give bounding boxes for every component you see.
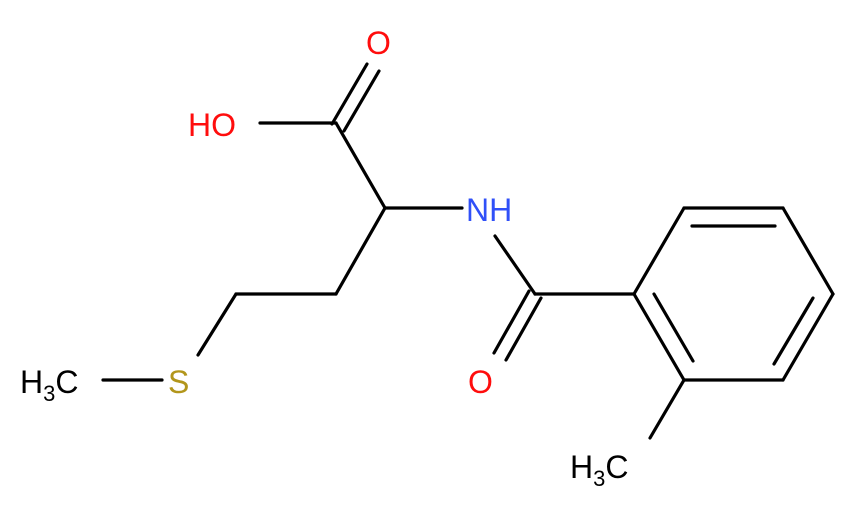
methyl-s-c: C — [55, 364, 78, 400]
atom-amide-nh: NH — [466, 192, 512, 228]
methyl-s-h: H — [20, 364, 43, 400]
methyl-ring-c: C — [605, 449, 628, 485]
ring-bond-3 — [781, 206, 835, 296]
ring-inner-3 — [652, 292, 695, 363]
methyl-ring-subscript: 3 — [593, 466, 605, 491]
atom-amide-o: O — [468, 364, 493, 400]
bond-alphaC-betaC — [334, 206, 387, 296]
bond-amideC-O-b — [504, 296, 543, 362]
atom-methyl-ring: H3C — [570, 449, 628, 491]
methyl-ring-h: H — [570, 449, 593, 485]
atom-sulfur: S — [168, 364, 189, 400]
bond-acidC-alphaC — [334, 121, 387, 210]
methyl-s-subscript: 3 — [43, 381, 55, 406]
ring-bond-1 — [632, 206, 686, 296]
ring-bond-4 — [781, 292, 835, 382]
bond-ring-methyl — [648, 378, 686, 440]
ring-bond-6 — [632, 292, 686, 382]
atom-o-acid-carbonyl: O — [366, 25, 391, 61]
atom-hydroxyl: HO — [188, 107, 236, 143]
bond-acidC-Odouble-b — [342, 69, 381, 133]
ring-inner-2 — [772, 296, 815, 366]
bond-gammaC-S — [196, 292, 238, 357]
bond-amideC-O-a — [492, 289, 531, 355]
bond-acidC-Odouble-a — [330, 62, 369, 126]
atom-methyl-s: H3C — [20, 364, 78, 406]
bond-N-carbonylC — [493, 234, 537, 296]
